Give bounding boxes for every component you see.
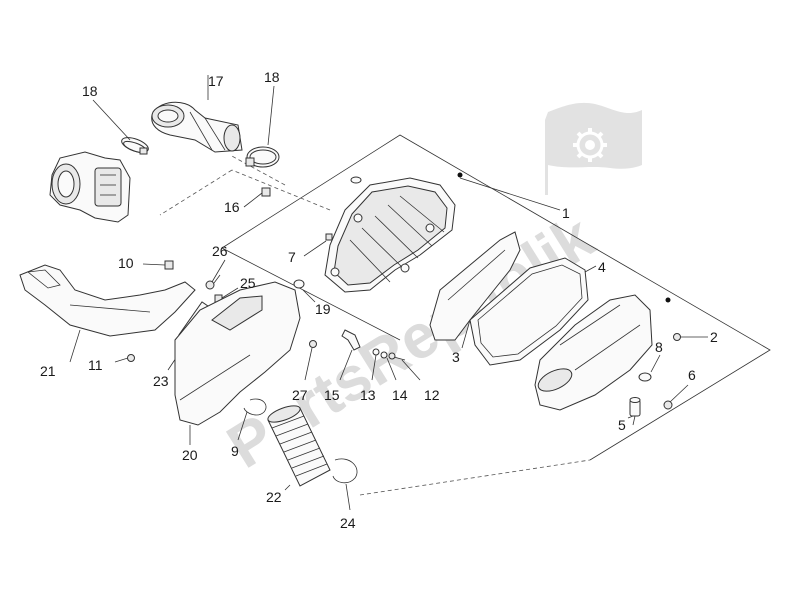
grommet-19 [293,279,305,289]
label-1: 1 [562,205,570,221]
washer-14 [380,351,397,381]
filter-housing-upper [324,177,456,293]
screw-12 [388,352,421,381]
marker-dot-2 [665,297,671,303]
clip-16 [261,187,271,197]
label-19: 19 [315,301,331,317]
label-2: 2 [710,329,718,345]
clamp-9 [243,398,267,416]
screw-26 [205,274,221,290]
label-27: 27 [292,387,308,403]
clamp-8 [638,354,661,382]
clamp-18-right [245,146,280,168]
filter-element [429,231,521,341]
label-7: 7 [288,249,296,265]
label-8: 8 [655,339,663,355]
assembly-outline [159,134,771,496]
label-17: 17 [208,73,224,89]
watermark-logo-icon [545,102,642,195]
screw-2 [673,333,708,341]
bracket-21 [19,264,196,337]
label-14: 14 [392,387,408,403]
label-18-right: 18 [264,69,280,85]
label-24: 24 [340,515,356,531]
screw-11 [114,354,135,363]
label-16: 16 [224,199,240,215]
label-4: 4 [598,259,606,275]
label-15: 15 [324,387,340,403]
cover-20 [174,281,301,445]
label-18-left: 18 [82,83,98,99]
spacer-5 [627,397,641,419]
bracket-15 [339,329,361,381]
clamp-18-left [121,137,149,155]
filter-housing-lower [534,294,653,411]
grommet-small [350,176,362,184]
clamp-24 [332,458,358,484]
washer-13 [371,348,380,381]
intake-duct [151,75,243,153]
throttle-body [49,151,131,223]
label-25: 25 [240,275,256,291]
label-20: 20 [182,447,198,463]
marker-dot-1 [457,172,463,178]
clip-10 [164,260,174,270]
screw-6 [663,384,689,410]
label-13: 13 [360,387,376,403]
callout-labels: 18 17 18 16 1 7 4 26 10 25 19 2 8 3 21 1… [40,69,718,531]
label-5: 5 [618,417,626,433]
clip-7 [325,233,333,241]
label-21: 21 [40,363,56,379]
label-12: 12 [424,387,440,403]
label-22: 22 [266,489,282,505]
label-6: 6 [688,367,696,383]
label-3: 3 [452,349,460,365]
gasket [469,257,589,366]
label-23: 23 [153,373,169,389]
label-9: 9 [231,443,239,459]
leader-lines [69,85,636,426]
label-10: 10 [118,255,134,271]
label-11: 11 [88,357,103,373]
screw-27 [304,340,317,381]
label-26: 26 [212,243,228,259]
bellows-hose-22 [267,405,331,491]
